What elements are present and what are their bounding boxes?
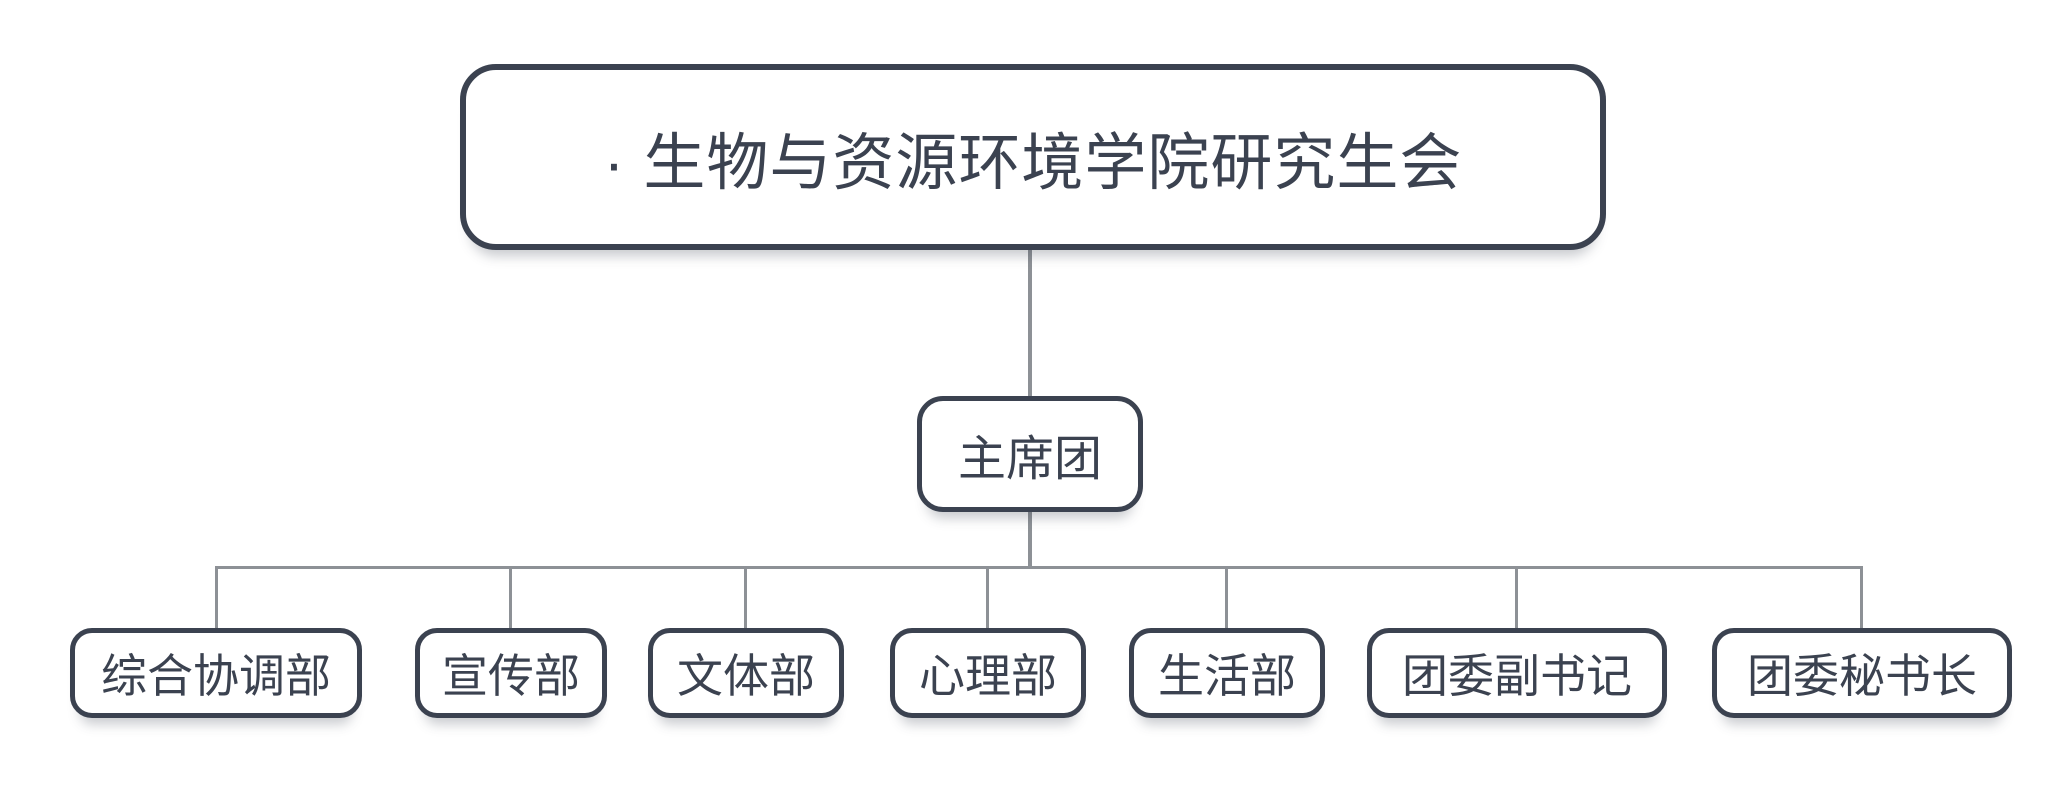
- connector-stub-publicity: [509, 568, 512, 628]
- node-league-deputy-secretary[interactable]: 团委副书记: [1367, 628, 1667, 718]
- node-dept-label: 文体部: [677, 650, 815, 702]
- node-root-label: · 生物与资源环境学院研究生会: [603, 129, 1463, 198]
- connector-presidium-to-bus: [1028, 512, 1032, 568]
- connector-stub-culture-sports: [744, 568, 747, 628]
- node-league-secretary-general[interactable]: 团委秘书长: [1712, 628, 2012, 718]
- connector-root-to-presidium: [1028, 250, 1032, 396]
- connector-stub-psychology: [986, 568, 989, 628]
- connector-stub-life: [1225, 568, 1228, 628]
- node-presidium[interactable]: 主席团: [917, 396, 1143, 512]
- node-psychology-dept[interactable]: 心理部: [890, 628, 1086, 718]
- node-culture-sports-dept[interactable]: 文体部: [648, 628, 844, 718]
- node-dept-label: 综合协调部: [101, 650, 331, 702]
- node-life-dept[interactable]: 生活部: [1129, 628, 1325, 718]
- connector-stub-league-deputy-secretary: [1515, 568, 1518, 628]
- node-comprehensive-coordination-dept[interactable]: 综合协调部: [70, 628, 362, 718]
- node-root-graduate-association[interactable]: · 生物与资源环境学院研究生会: [460, 64, 1606, 250]
- connector-stub-league-secretary-general: [1860, 568, 1863, 628]
- node-presidium-label: 主席团: [957, 433, 1102, 486]
- node-dept-label: 团委秘书长: [1747, 650, 1977, 702]
- connector-bus-line: [215, 566, 1863, 569]
- node-dept-label: 生活部: [1158, 650, 1296, 702]
- node-dept-label: 团委副书记: [1402, 650, 1632, 702]
- node-dept-label: 心理部: [919, 650, 1057, 702]
- node-publicity-dept[interactable]: 宣传部: [415, 628, 607, 718]
- node-dept-label: 宣传部: [442, 650, 580, 702]
- connector-stub-comprehensive-coordination: [215, 568, 218, 628]
